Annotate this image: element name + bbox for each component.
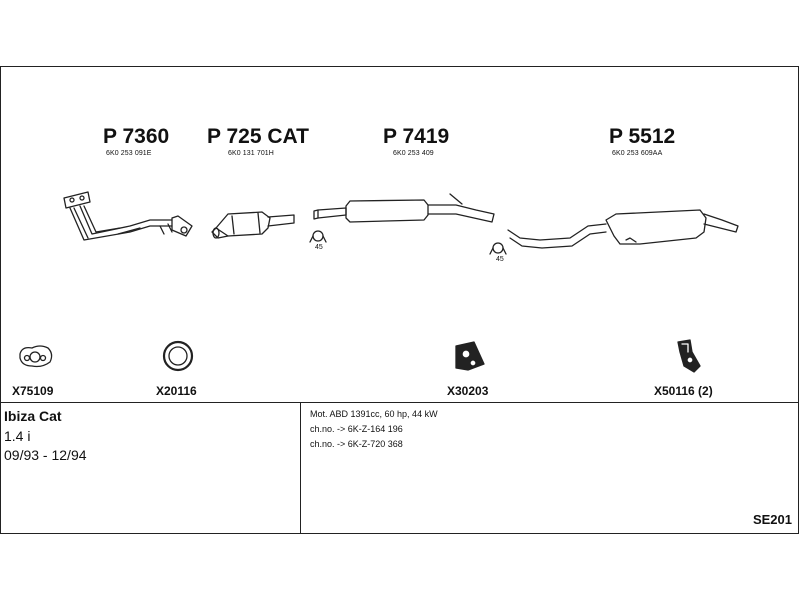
vehicle-years: 09/93 - 12/94 (4, 447, 87, 463)
diagram-code: SE201 (752, 512, 792, 527)
part-number-middle-silencer: P 7419 (383, 125, 450, 148)
fitting-label-gasket: X75109 (12, 384, 54, 398)
part-ref-catalyst: 6K0 131 701H (228, 150, 274, 157)
vehicle-model: Ibiza Cat (4, 408, 62, 424)
fitting-label-hanger: X50116 (2) (654, 384, 713, 398)
hanger-x50116-drawing (677, 339, 701, 373)
motor-note: Mot. ABD 1391cc, 60 hp, 44 kW (310, 409, 438, 419)
chassis-note: ch.no. -> 6K-Z-720 368 (310, 439, 403, 449)
gasket-x75109-drawing (19, 345, 53, 368)
hanger-x30203-drawing (455, 341, 485, 371)
chassis-note: ch.no. -> 6K-Z-164 196 (310, 424, 403, 434)
clamp-drawing (309, 230, 507, 255)
part-ref-front-pipe: 6K0 253 091E (106, 150, 152, 157)
clamp-size-label: 45 (315, 244, 323, 251)
part-ref-middle-silencer: 6K0 253 409 (393, 150, 434, 157)
info-divider (0, 402, 799, 403)
part-number-rear-silencer: P 5512 (609, 125, 676, 148)
catalyst-drawing (211, 211, 295, 239)
info-column-divider (300, 402, 301, 534)
fitting-label-ring: X20116 (156, 384, 197, 398)
part-number-catalyst: P 725 CAT (207, 125, 309, 148)
ring-x20116-drawing (162, 340, 194, 372)
part-ref-rear-silencer: 6K0 253 609AA (612, 150, 663, 157)
fitting-label-rubber-hanger: X30203 (447, 384, 489, 398)
middle-silencer-drawing (313, 193, 495, 223)
rear-silencer-drawing (507, 209, 739, 249)
front-pipe-drawing (63, 191, 193, 241)
vehicle-engine: 1.4 i (4, 428, 31, 444)
diagram-frame (0, 66, 799, 534)
clamp-size-label: 45 (496, 256, 504, 263)
part-number-front-pipe: P 7360 (103, 125, 170, 148)
